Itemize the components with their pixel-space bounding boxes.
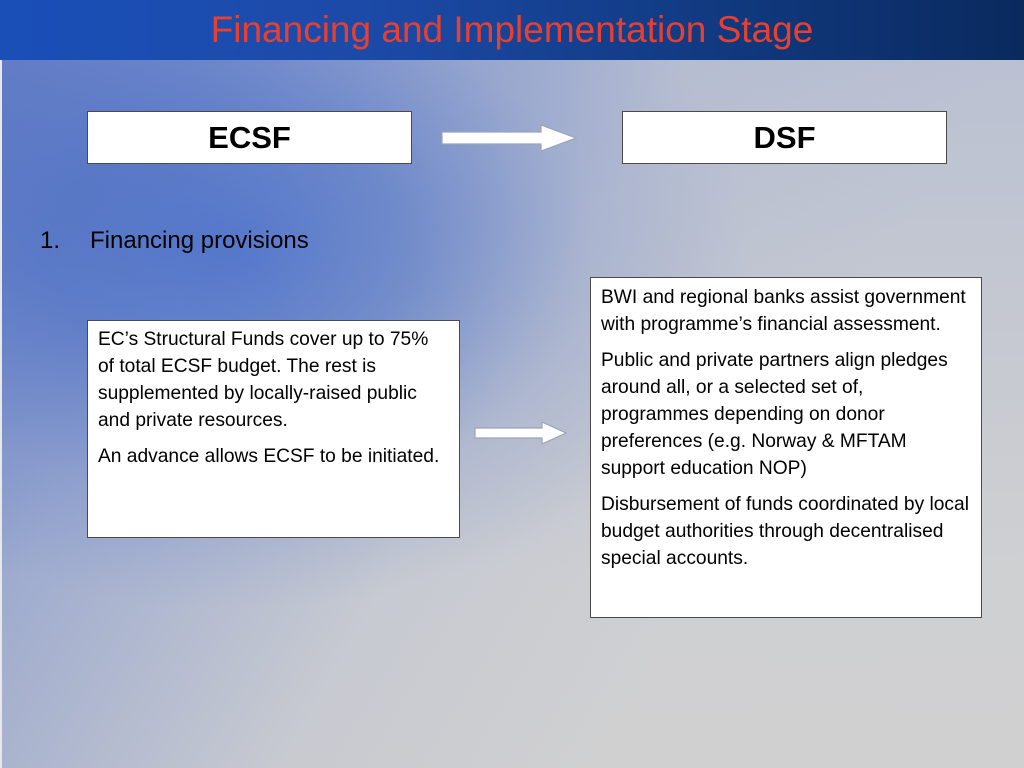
right-arrow-icon (474, 421, 568, 445)
text-paragraph: EC’s Structural Funds cover up to 75% of… (98, 329, 429, 431)
dsf-label-box: DSF (622, 111, 947, 164)
slide-edge (0, 60, 2, 768)
numbered-list-item: 1. Financing provisions (40, 226, 309, 256)
text-paragraph: Public and private partners align pledge… (601, 350, 948, 479)
bwi-banks-box: BWI and regional banks assist government… (590, 277, 982, 618)
right-arrow-icon (441, 124, 578, 152)
list-number: 1. (40, 227, 61, 254)
title-bar: Financing and Implementation Stage (0, 0, 1024, 60)
text-paragraph: Disbursement of funds coordinated by loc… (601, 494, 969, 569)
text-paragraph: BWI and regional banks assist government… (601, 287, 966, 335)
ecsf-label-box: ECSF (87, 111, 412, 164)
text-paragraph: An advance allows ECSF to be initiated. (98, 446, 440, 467)
ec-structural-funds-box: EC’s Structural Funds cover up to 75% of… (87, 320, 460, 538)
slide-title: Financing and Implementation Stage (210, 9, 814, 50)
list-item-text: Financing provisions (90, 227, 309, 254)
